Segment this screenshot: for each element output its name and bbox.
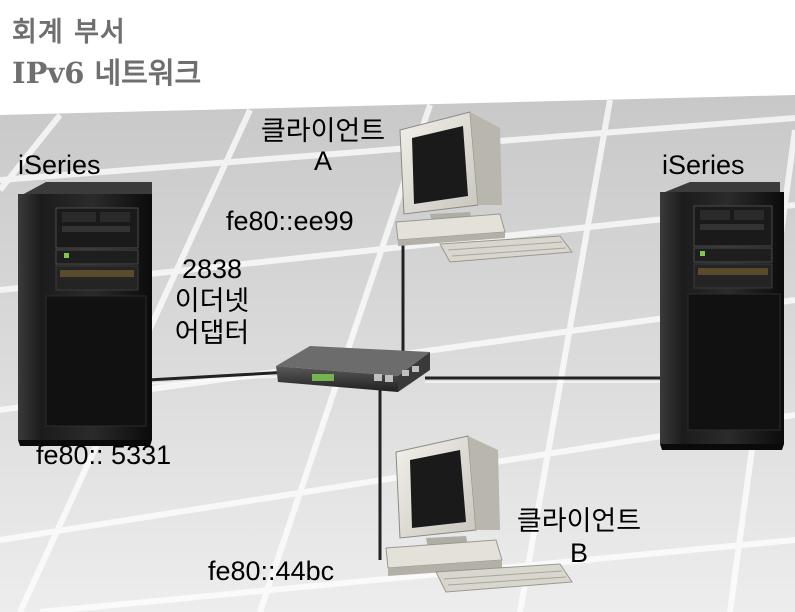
client-a-address: fe80::ee99 <box>226 206 354 236</box>
cable-highlights <box>147 375 665 385</box>
adapter-label-line2: 어댑터 <box>174 318 250 348</box>
diagram-title-department: 회계 부서 <box>12 17 126 48</box>
client-b-letter: B <box>569 538 588 568</box>
adapter-model: 2838 <box>181 254 243 284</box>
right-server-tower <box>660 182 784 450</box>
client-b-label: 클라이언트 <box>516 506 642 536</box>
client-b-address: fe80::44bc <box>208 556 335 586</box>
ethernet-hub <box>276 346 430 392</box>
right-server-label: iSeries <box>662 150 745 180</box>
client-a-letter: A <box>313 146 332 176</box>
left-server-label: iSeries <box>18 150 101 180</box>
diagram-title-network: IPv6 네트워크 <box>12 56 202 90</box>
left-server-address: fe80:: 5331 <box>36 440 172 470</box>
adapter-label-line1: 이더넷 <box>174 286 250 316</box>
client-a-computer <box>395 111 573 263</box>
client-a-label: 클라이언트 <box>260 116 386 146</box>
left-server-tower <box>18 182 152 446</box>
client-b-computer <box>385 435 573 593</box>
network-cables <box>147 232 665 560</box>
